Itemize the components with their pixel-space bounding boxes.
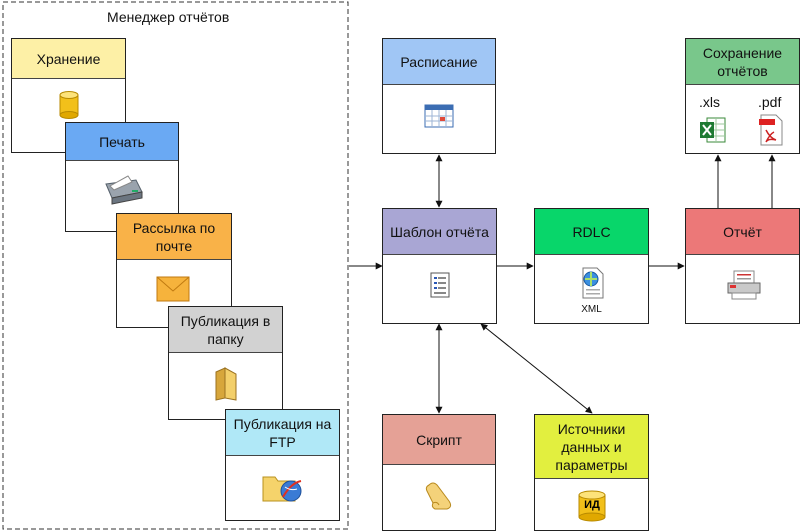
template-header: Шаблон отчёта (383, 209, 496, 255)
report-manager-title: Менеджер отчётов (107, 9, 230, 25)
report-manager-frame (2, 1, 349, 530)
folder-publish-header: Публикация в папку (169, 307, 282, 353)
ftp-publish-header: Публикация на FTP (226, 410, 339, 456)
schedule-box: Расписание (382, 38, 496, 154)
printer-icon (96, 169, 146, 209)
storage-header: Хранение (12, 39, 125, 79)
envelope-icon (155, 274, 191, 304)
script-header: Скрипт (383, 415, 495, 465)
id-badge-text: ИД (584, 499, 600, 511)
xml-caption: XML (581, 304, 602, 315)
schedule-header: Расписание (383, 39, 495, 85)
template-box: Шаблон отчёта (382, 208, 497, 324)
id-database-icon: ИД (575, 487, 609, 525)
calendar-icon (421, 101, 457, 131)
report-header: Отчёт (686, 209, 799, 255)
database-icon (56, 89, 82, 121)
document-icon (427, 269, 453, 301)
xls-label: .xls (699, 94, 720, 110)
ftp-publish-box: Публикация на FTP (225, 409, 340, 521)
report-printer-icon (724, 267, 764, 303)
sources-header: Источники данных и параметры (535, 415, 648, 479)
sources-box: Источники данных и параметры ИД (534, 414, 649, 531)
excel-icon (698, 115, 728, 145)
report-box: Отчёт (685, 208, 800, 324)
pdf-icon (756, 113, 786, 147)
ftp-folder-icon (260, 468, 306, 506)
print-header: Печать (66, 123, 178, 161)
scroll-icon (421, 477, 457, 515)
rdlc-header: RDLC (535, 209, 648, 255)
xml-file-icon (577, 265, 607, 301)
folder-publish-box: Публикация в папку (168, 306, 283, 420)
rdlc-box: RDLC XML (534, 208, 649, 324)
pdf-label: .pdf (758, 94, 782, 110)
save-reports-box: Сохранение отчётов .xls .pdf (685, 38, 800, 154)
save-reports-header: Сохранение отчётов (686, 39, 799, 85)
folder-icon (211, 365, 241, 403)
arrow-template-sources (480, 323, 593, 414)
mail-header: Рассылка по почте (117, 214, 231, 260)
script-box: Скрипт (382, 414, 496, 531)
